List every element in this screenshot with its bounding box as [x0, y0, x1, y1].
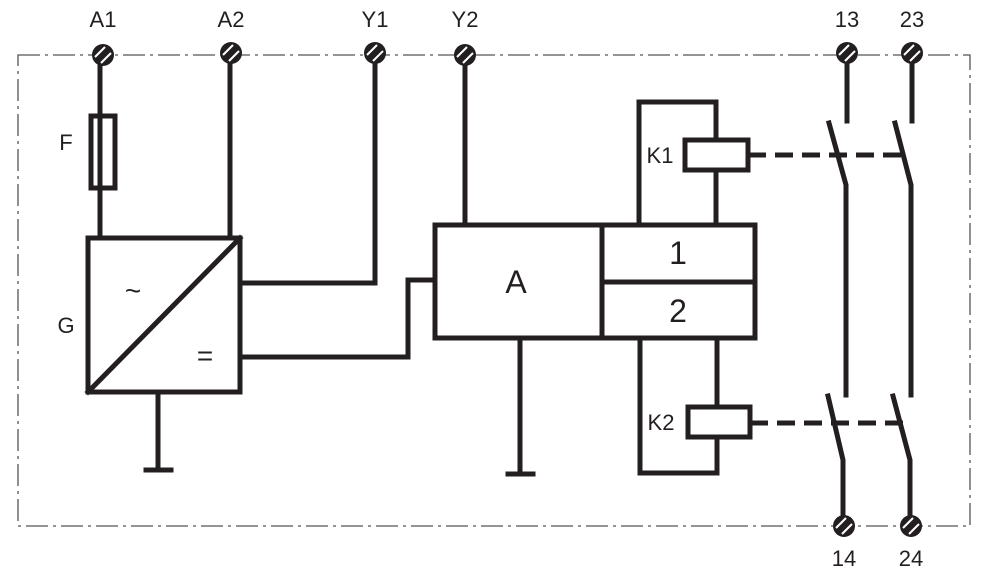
terminal-slash: [835, 517, 847, 529]
terminal-label-23: 23: [900, 7, 924, 32]
terminal-label-14: 14: [832, 546, 856, 571]
terminal-slash: [841, 523, 853, 535]
terminal-slash: [94, 46, 106, 58]
dc-symbol: =: [197, 340, 213, 371]
ac-symbol: ~: [125, 275, 141, 306]
terminal-circle-icon: [900, 515, 922, 537]
contact-k1-13-blade: [825, 119, 849, 398]
screw-terminal-a1: [92, 44, 114, 66]
contact-k1-23-blade: [891, 119, 914, 398]
terminal-slash: [462, 52, 474, 64]
terminal-circle-icon: [833, 515, 855, 537]
channel-1-label: 1: [669, 235, 687, 271]
wire-k1-loop: [636, 99, 719, 228]
power-supply-diagonal: [84, 234, 244, 396]
terminal-slash: [100, 52, 112, 64]
channel-2-label: 2: [669, 293, 687, 329]
contact-k2-24-blade: [889, 392, 913, 529]
terminal-circle-icon: [836, 42, 858, 64]
terminal-slash: [902, 517, 914, 529]
terminal-slash: [908, 523, 920, 535]
terminal-slash: [909, 50, 921, 62]
terminal-label-y1: Y1: [362, 7, 389, 32]
terminal-slash: [844, 50, 856, 62]
screw-terminal-13: [836, 42, 858, 64]
terminal-slash: [838, 44, 850, 56]
screw-terminal-a2: [220, 42, 242, 64]
terminal-slash: [228, 50, 240, 62]
power-supply-label: G: [57, 313, 74, 338]
wire-k2-loop: [637, 335, 720, 476]
terminal-label-y2: Y2: [452, 7, 479, 32]
screw-terminal-23: [901, 42, 923, 64]
fuse-symbol: [88, 113, 118, 191]
relay-k1-label: K1: [647, 143, 674, 168]
screw-terminal-14: [833, 515, 855, 537]
relay-k2-coil: [685, 404, 753, 440]
screw-terminal-y2: [454, 44, 476, 66]
terminal-circle-icon: [454, 44, 476, 66]
terminal-slash: [222, 44, 234, 56]
terminal-slash: [456, 46, 468, 58]
screw-terminal-y1: [364, 42, 386, 64]
wire-g-to-a: [237, 277, 438, 360]
relay-k2-label: K2: [648, 410, 675, 435]
terminal-label-13: 13: [835, 7, 859, 32]
terminal-label-24: 24: [899, 546, 923, 571]
terminal-slash: [372, 50, 384, 62]
terminal-circle-icon: [901, 42, 923, 64]
fuse-label: F: [59, 130, 72, 155]
logic-unit-label: A: [505, 264, 527, 300]
terminal-slash: [366, 44, 378, 56]
wire-y1: [237, 52, 378, 286]
terminal-slash: [903, 44, 915, 56]
contact-k2-14-blade: [824, 392, 846, 529]
terminal-circle-icon: [92, 44, 114, 66]
enclosure-border: [17, 54, 971, 527]
terminal-label-a2: A2: [218, 7, 245, 32]
terminal-circle-icon: [220, 42, 242, 64]
terminal-label-a1: A1: [90, 7, 117, 32]
screw-terminal-24: [900, 515, 922, 537]
terminal-circle-icon: [364, 42, 386, 64]
relay-k1-coil: [682, 137, 751, 173]
